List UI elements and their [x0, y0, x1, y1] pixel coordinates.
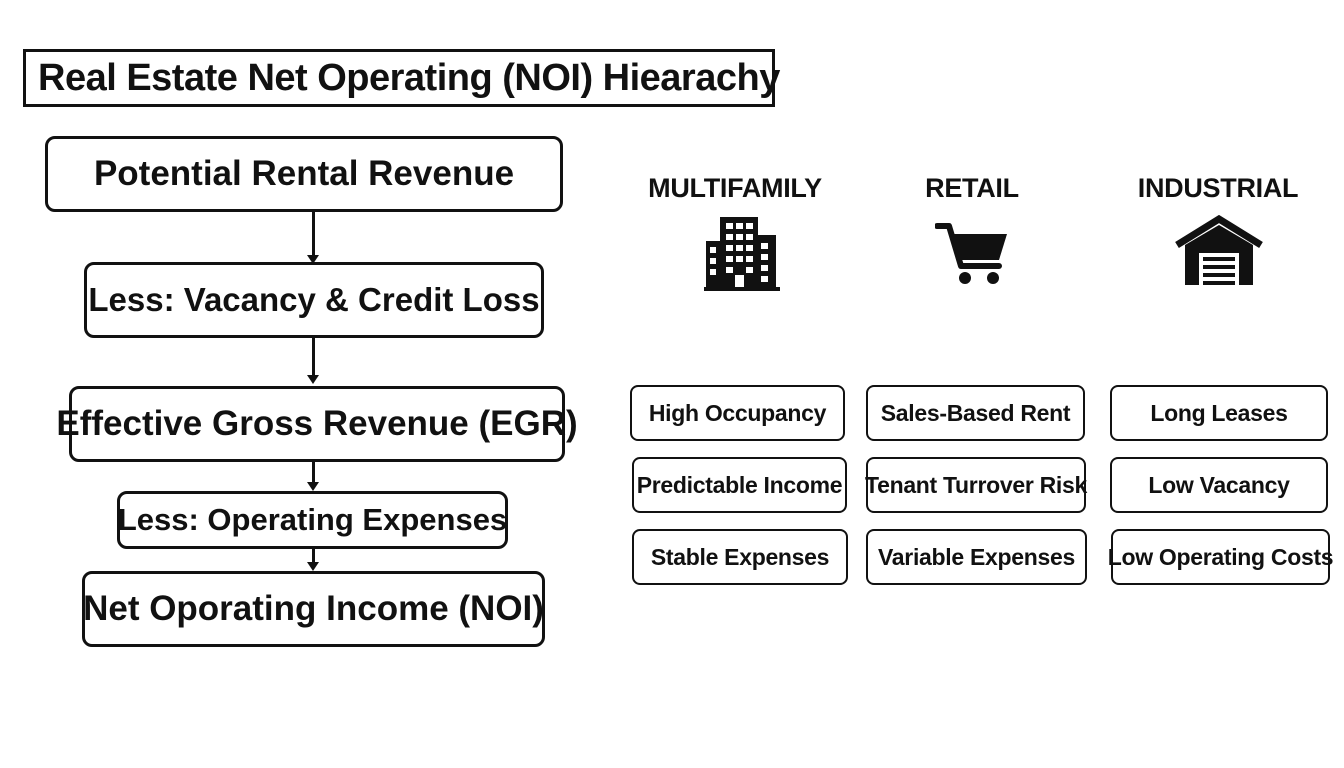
flow-step-label: Net Oporating Income (NOI) — [83, 589, 544, 628]
trait-long-leases: Long Leases — [1110, 385, 1328, 441]
category-header-multifamily: MULTIFAMILY — [648, 173, 822, 203]
flow-step-effective-gross-revenue: Effective Gross Revenue (EGR) — [56, 386, 578, 462]
warehouse-icon — [1173, 214, 1265, 292]
flow-step-operating-expenses: Less: Operating Expenses — [117, 491, 508, 549]
flow-step-label: Less: Operating Expenses — [117, 502, 508, 537]
trait-low-operating-costs: Low Operating Costs — [1108, 529, 1334, 585]
flow-step-net-operating-income: Net Oporating Income (NOI) — [82, 571, 545, 647]
flow-arrow — [307, 212, 319, 264]
flow-step-potential-rental-revenue: Potential Rental Revenue — [45, 136, 563, 212]
shopping-cart-icon — [934, 220, 1011, 293]
flow-step-label: Potential Rental Revenue — [93, 154, 515, 193]
flow-arrow — [307, 338, 319, 384]
trait-high-occupancy: High Occupancy — [630, 385, 845, 441]
flow-arrow — [307, 549, 319, 571]
trait-sales-based-rent: Sales-Based Rent — [866, 385, 1085, 441]
category-header-industrial: INDUSTRIAL — [1137, 173, 1299, 203]
flow-arrow — [307, 462, 319, 491]
trait-variable-expenses: Variable Expenses — [866, 529, 1087, 585]
flow-step-label: Effective Gross Revenue (EGR) — [56, 404, 578, 443]
trait-predictable-income: Predictable Income — [632, 457, 847, 513]
flow-step-label: Less: Vacancy & Credit Loss — [88, 281, 540, 318]
trait-low-vacancy: Low Vacancy — [1110, 457, 1328, 513]
diagram-title-text: Real Estate Net Operating (NOI) Hiearach… — [38, 56, 780, 99]
flow-step-vacancy-credit-loss: Less: Vacancy & Credit Loss — [84, 262, 544, 338]
category-header-retail: RETAIL — [925, 173, 1019, 203]
trait-stable-expenses: Stable Expenses — [632, 529, 848, 585]
apartment-building-icon — [702, 213, 782, 298]
trait-tenant-turnover-risk: Tenant Turrover Risk — [865, 457, 1087, 513]
diagram-title: Real Estate Net Operating (NOI) Hiearach… — [23, 49, 780, 107]
